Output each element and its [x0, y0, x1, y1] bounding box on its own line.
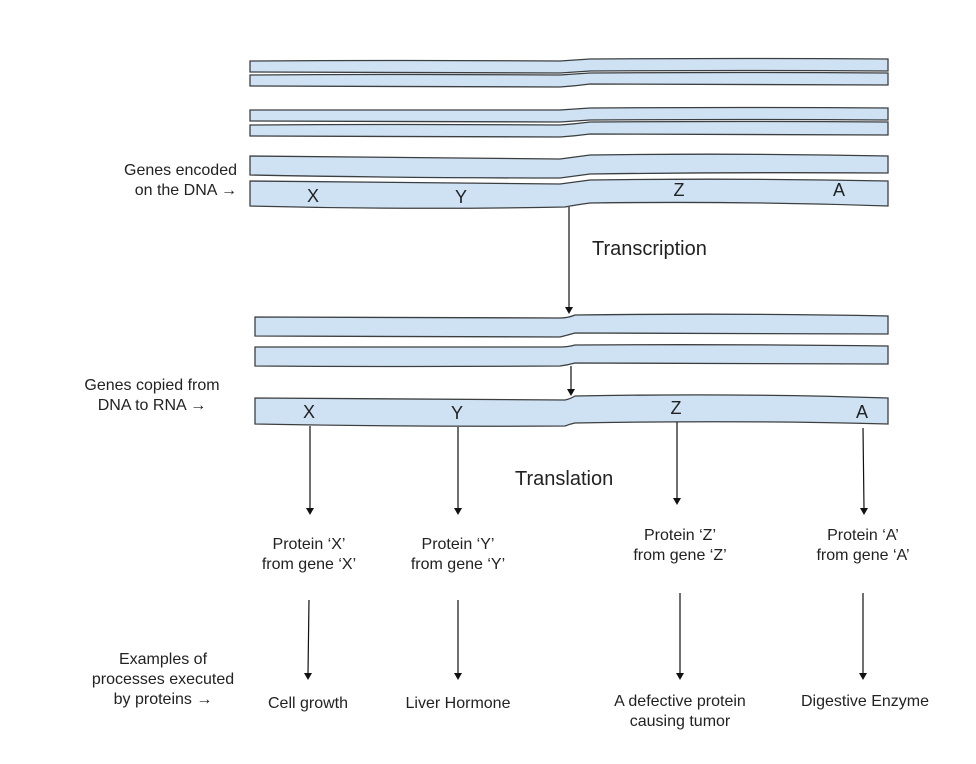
protein-x-label: Protein ‘X’ from gene ‘X’ — [261, 536, 357, 573]
translation-arrow-y — [454, 508, 462, 515]
process-z-label: A defective protein causing tumor — [614, 693, 746, 730]
rna-gene-y: Y — [451, 403, 463, 423]
translation-arrow-a — [860, 508, 868, 515]
rna-strand-group — [254, 313, 889, 427]
rna-gene-a: A — [856, 402, 868, 422]
transcription-label: Transcription — [592, 238, 707, 260]
dna-strand-3 — [249, 106, 889, 123]
dna-gene-a: A — [833, 180, 845, 200]
rna-row-label: Genes copied from DNA to RNA → — [84, 377, 220, 414]
rna-strand-1 — [254, 313, 889, 338]
dna-strand-group — [249, 57, 889, 209]
dna-gene-labels: X Y Z A — [307, 180, 845, 207]
translation-arrow-z — [673, 498, 681, 505]
protein-a-label: Protein ‘A’ from gene ‘A’ — [816, 527, 910, 564]
rna-copy-arrow-head — [567, 389, 575, 396]
process-arrows — [304, 593, 867, 680]
process-arrow-a — [859, 673, 867, 680]
dna-row-label: Genes encoded on the DNA → — [124, 162, 237, 199]
translation-label: Translation — [515, 468, 614, 490]
rna-gene-x: X — [303, 402, 315, 422]
transcription-arrow-head — [565, 307, 573, 314]
dna-gene-z: Z — [674, 180, 685, 200]
dna-coding-strand — [249, 178, 889, 209]
rna-strand-2 — [254, 344, 889, 368]
dna-strand-2 — [249, 71, 889, 88]
process-arrow-y — [454, 673, 462, 680]
process-a-label: Digestive Enzyme — [800, 693, 930, 710]
translation-arrows — [306, 422, 868, 515]
dna-strand-5 — [249, 153, 889, 179]
rna-gene-labels: X Y Z A — [303, 398, 868, 423]
processes-row-label: Examples of processes executed by protei… — [91, 651, 235, 708]
transcription-arrows — [565, 207, 575, 396]
dna-strand-1 — [249, 57, 889, 74]
protein-y-label: Protein ‘Y’ from gene ‘Y’ — [410, 536, 506, 573]
dna-gene-x: X — [307, 186, 319, 206]
protein-z-label: Protein ‘Z’ from gene ‘Z’ — [633, 527, 727, 564]
process-arrow-z — [676, 673, 684, 680]
translation-arrow-x — [306, 508, 314, 515]
process-arrow-x — [304, 673, 312, 680]
dna-strand-4 — [249, 120, 889, 138]
rna-gene-z: Z — [671, 398, 682, 418]
process-y-label: Liver Hormone — [405, 695, 511, 712]
process-x-label: Cell growth — [267, 695, 349, 712]
rna-strand-3 — [254, 394, 889, 427]
dna-gene-y: Y — [455, 187, 467, 207]
